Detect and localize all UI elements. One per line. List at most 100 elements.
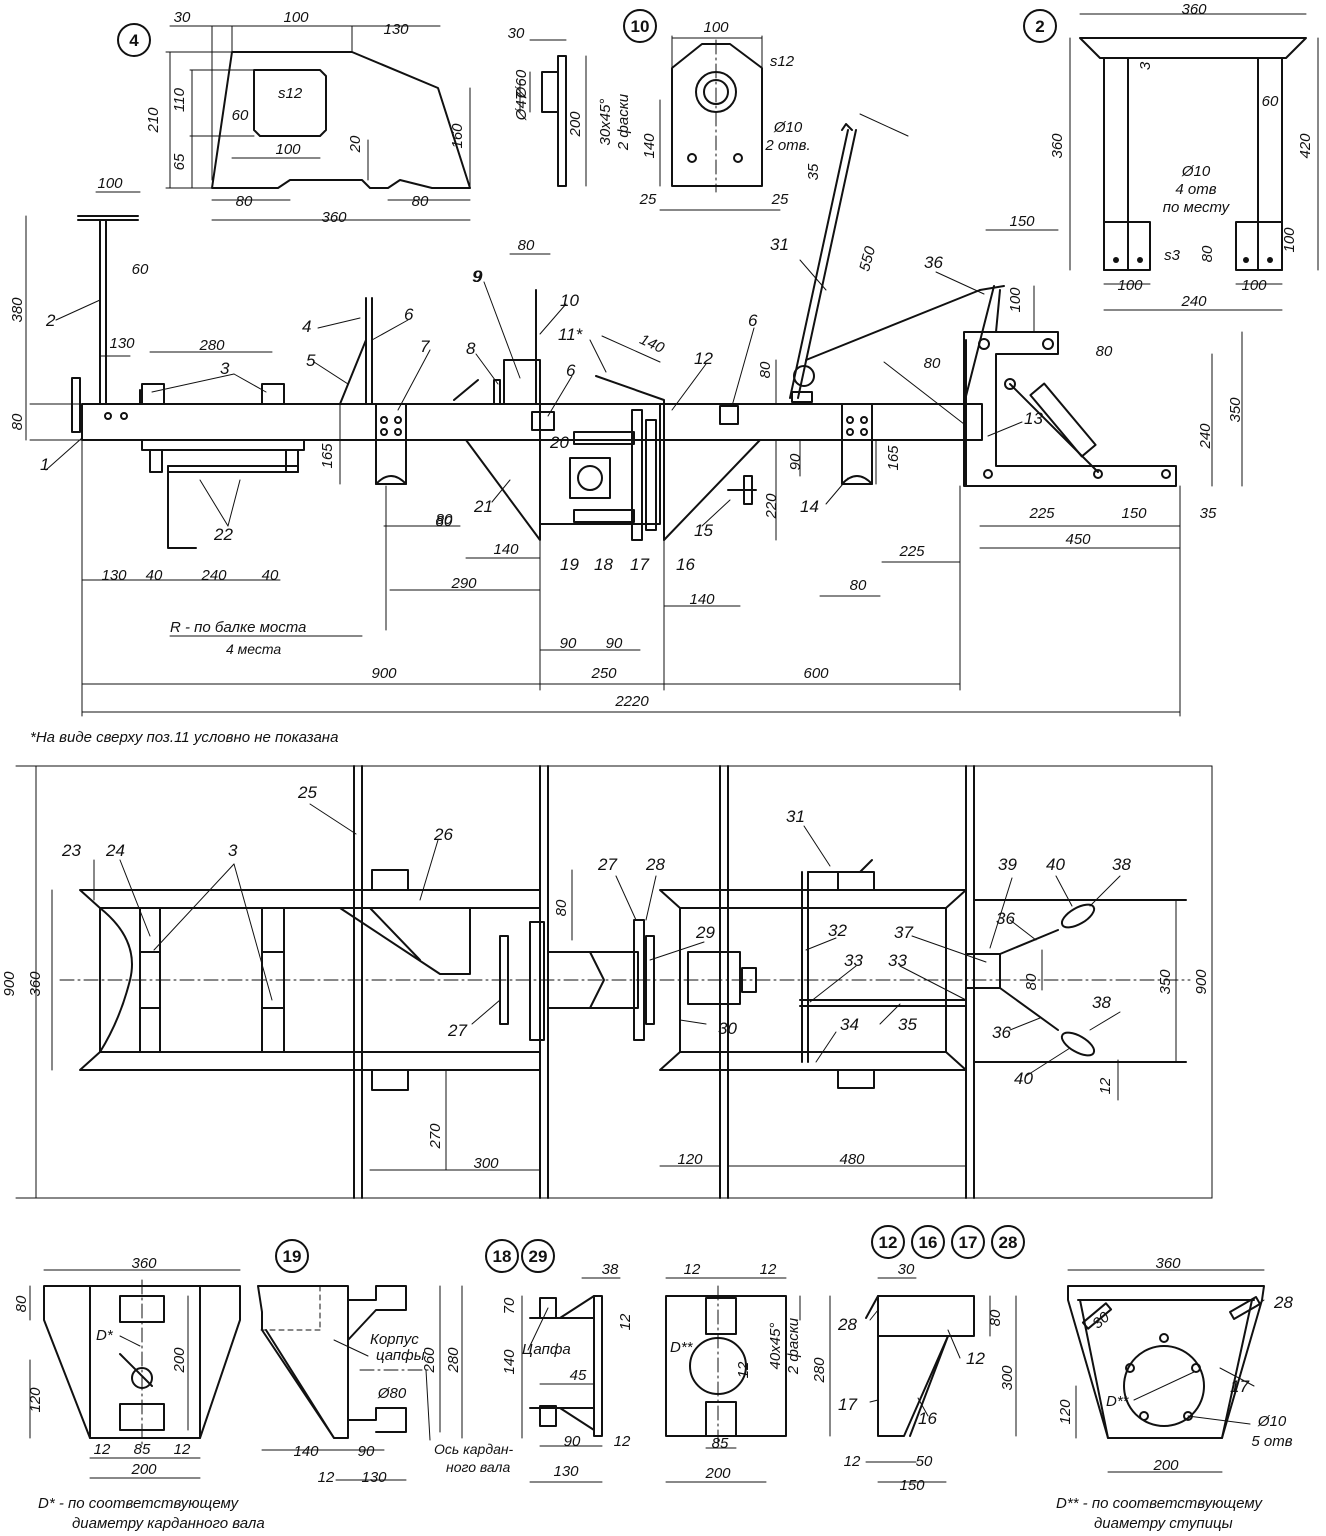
pos-label: 16 <box>918 1409 937 1428</box>
pos-label: 12 <box>966 1349 985 1368</box>
detail-bubble: 28 <box>999 1233 1018 1252</box>
pos-label: 21 <box>473 497 493 516</box>
pos-label: 25 <box>297 783 317 802</box>
dim-label: 360 <box>27 971 44 997</box>
dim-label: 200 <box>171 1347 188 1374</box>
dim-label: 140 <box>689 591 715 608</box>
detail-10-bracket <box>519 35 781 211</box>
pos-label: 16 <box>676 555 695 574</box>
dim-label: 30 <box>508 25 525 42</box>
detail-19-section <box>29 1269 463 1481</box>
dim-label: 40 <box>262 567 279 584</box>
dim-label: 210 <box>145 107 162 134</box>
dim-label: 80 <box>987 1309 1004 1326</box>
dim-label: Ø10 <box>1257 1413 1287 1430</box>
dim-label: 120 <box>27 1387 44 1413</box>
dim-label: 160 <box>449 123 466 149</box>
dim-label: 12 <box>174 1441 191 1458</box>
pos-label: 17 <box>1230 1377 1249 1396</box>
dim-label: 550 <box>856 244 879 273</box>
pos-label: 9 <box>472 267 482 286</box>
side-view <box>25 113 1243 717</box>
dim-label: 60 <box>132 261 149 278</box>
detail-bubble: 16 <box>919 1233 938 1252</box>
dim-label: 100 <box>1007 287 1024 313</box>
pos-label: 22 <box>213 525 233 544</box>
dim-label: 100 <box>275 141 301 158</box>
dim-label: 165 <box>885 445 902 471</box>
pos-label: 26 <box>433 825 453 844</box>
pos-label: 8 <box>466 339 476 358</box>
pos-label: 6 <box>748 311 758 330</box>
detail-2-support <box>1069 13 1319 311</box>
dim-label: 450 <box>1065 531 1091 548</box>
dim-label: 85 <box>134 1441 151 1458</box>
dim-label: 30 <box>174 9 191 26</box>
dim-label: 90 <box>606 635 623 652</box>
dim-label: 60 <box>1262 93 1279 110</box>
pos-label: 29 <box>695 923 715 942</box>
detail-bubble: 2 <box>1035 17 1044 36</box>
dim-label: 80 <box>850 577 867 594</box>
leader-lines <box>45 259 1265 1425</box>
pos-label: 34 <box>840 1015 859 1034</box>
dim-label: s3 <box>1164 247 1181 264</box>
detail-bubble: 19 <box>283 1247 302 1266</box>
detail-bubble: 10 <box>631 17 650 36</box>
dim-label: 3 <box>1137 61 1154 70</box>
dim-label: 280 <box>811 1357 828 1384</box>
dim-label: 165 <box>319 443 336 469</box>
dim-label: по месту <box>1163 199 1231 216</box>
dim-label: 200 <box>704 1465 731 1482</box>
pos-label: 33 <box>888 951 907 970</box>
pos-label: 33 <box>844 951 863 970</box>
dim-label: 80 <box>436 511 453 528</box>
dim-label: 25 <box>639 191 657 208</box>
dim-label: 140 <box>293 1443 319 1460</box>
dim-label: 225 <box>898 543 925 560</box>
dim-label: 240 <box>200 567 227 584</box>
dim-label: 65 <box>171 153 188 170</box>
dim-label: 200 <box>1152 1457 1179 1474</box>
pos-label: 7 <box>420 337 430 356</box>
dim-label: Ø10 <box>1181 163 1211 180</box>
dim-label: 4 отв <box>1175 181 1216 198</box>
d-star-label: D* <box>96 1327 114 1344</box>
dim-label: 260 <box>421 1347 438 1374</box>
dim-label: 200 <box>130 1461 157 1478</box>
axis-label-2: ного вала <box>446 1459 510 1475</box>
dim-label: 270 <box>427 1123 444 1150</box>
dim-label: 12 <box>760 1261 777 1278</box>
dim-label: 30 <box>898 1261 915 1278</box>
dim-label: 140 <box>641 133 658 159</box>
pos-label: 19 <box>560 555 579 574</box>
position-labels: 1 2 3 4 5 6 7 8 9 10 11* 12 6 6 13 14 15… <box>40 235 1293 1428</box>
dim-label: 240 <box>1197 423 1214 450</box>
pos-label: 38 <box>1112 855 1131 874</box>
dim-label: 2 фаски <box>785 1317 802 1375</box>
pos-label: 3 <box>228 841 238 860</box>
dim-label: 360 <box>1181 1 1207 18</box>
pos-label: 32 <box>828 921 847 940</box>
dim-label: 290 <box>450 575 477 592</box>
dim-label: 420 <box>1297 133 1314 159</box>
dim-label: 100 <box>1281 227 1298 253</box>
dimension-labels: 30 100 130 210 110 60 65 100 160 20 80 3… <box>1 1 1314 1494</box>
dim-label: 12 <box>735 1361 752 1378</box>
dim-label: 38 <box>602 1261 619 1278</box>
dim-label: 900 <box>1193 969 1210 995</box>
detail-bubble: 4 <box>129 31 139 50</box>
dim-label: 130 <box>361 1469 387 1486</box>
dim-label: 80 <box>757 361 774 378</box>
dim-label: 40 <box>146 567 163 584</box>
dim-label: 220 <box>763 493 780 520</box>
dim-label: 85 <box>712 1435 729 1452</box>
pos-label: 23 <box>61 841 81 860</box>
dim-label: 80 <box>1199 245 1216 262</box>
pos-label: 2 <box>45 311 56 330</box>
pos-label: 20 <box>549 433 569 452</box>
dim-label: 5 отв <box>1251 1433 1292 1450</box>
d-star2-note-2: диаметру ступицы <box>1094 1515 1233 1532</box>
dim-label: 280 <box>198 337 225 354</box>
